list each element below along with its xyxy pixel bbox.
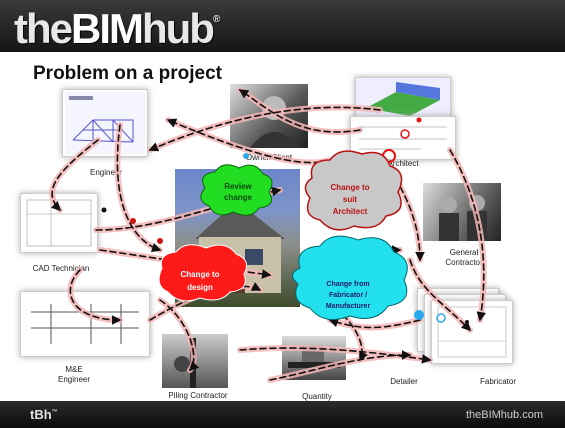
review-line-2: change — [224, 193, 253, 202]
review-line-1: Review — [224, 182, 252, 191]
label-architect: Architect — [387, 159, 419, 168]
logo-bim: BIM — [71, 5, 144, 52]
cloud-change-to-suit-architect — [304, 150, 403, 231]
fab-line-2: Fabricator / — [329, 292, 367, 299]
fabricator-drawing-image — [431, 300, 513, 364]
trademark-mark: ™ — [51, 409, 58, 416]
label-me-engineer: M&E Engineer — [57, 365, 91, 384]
label-engineer: Engineer — [89, 168, 123, 177]
footer-url[interactable]: theBIMhub.com — [465, 409, 543, 421]
fabrication-sheet-icon — [437, 306, 507, 358]
label-fabricator: Fabricator — [479, 377, 516, 386]
header-bar: theBIMhub® — [0, 0, 565, 52]
drawing-sheet-icon — [359, 126, 447, 150]
fab-line-1: Change from — [326, 281, 369, 288]
suit-line-1: Change to — [330, 183, 369, 192]
label-cad-technician: CAD Technician — [32, 264, 90, 273]
steel-frame-icon — [65, 92, 145, 154]
architect-render-image — [355, 77, 451, 119]
engineer-model-image — [62, 89, 148, 157]
node-markers — [101, 117, 469, 324]
footer-bar: tBh™ theBIMhub.com — [0, 401, 565, 428]
fab-line-3: Manufacturer — [326, 303, 371, 310]
suit-line-3: Architect — [333, 207, 368, 216]
logo-the: the — [14, 5, 73, 52]
suit-line-2: suit — [343, 195, 358, 204]
general-contractor-photo — [423, 183, 501, 241]
cloud-change-to-design — [158, 244, 248, 302]
label-piling-contractor: Piling Contractor — [168, 391, 228, 400]
me-engineer-model-image — [20, 291, 150, 357]
building-render-icon — [366, 82, 440, 116]
page-title: Problem on a project — [33, 63, 222, 84]
registered-mark: ® — [212, 14, 221, 25]
label-detailer: Detailer — [390, 377, 418, 386]
footer-logo: tBh™ — [30, 407, 58, 422]
brand-logo: theBIMhub® — [14, 2, 220, 53]
cloud-review-change — [200, 164, 273, 216]
footer-logo-text: tBh — [30, 407, 52, 422]
logo-hub: hub — [142, 5, 215, 52]
design-line-1: Change to — [180, 270, 219, 279]
design-line-2: design — [187, 283, 213, 292]
label-general-contractor: General Contractor — [445, 248, 483, 267]
cloud-change-from-fabricator — [292, 235, 408, 321]
